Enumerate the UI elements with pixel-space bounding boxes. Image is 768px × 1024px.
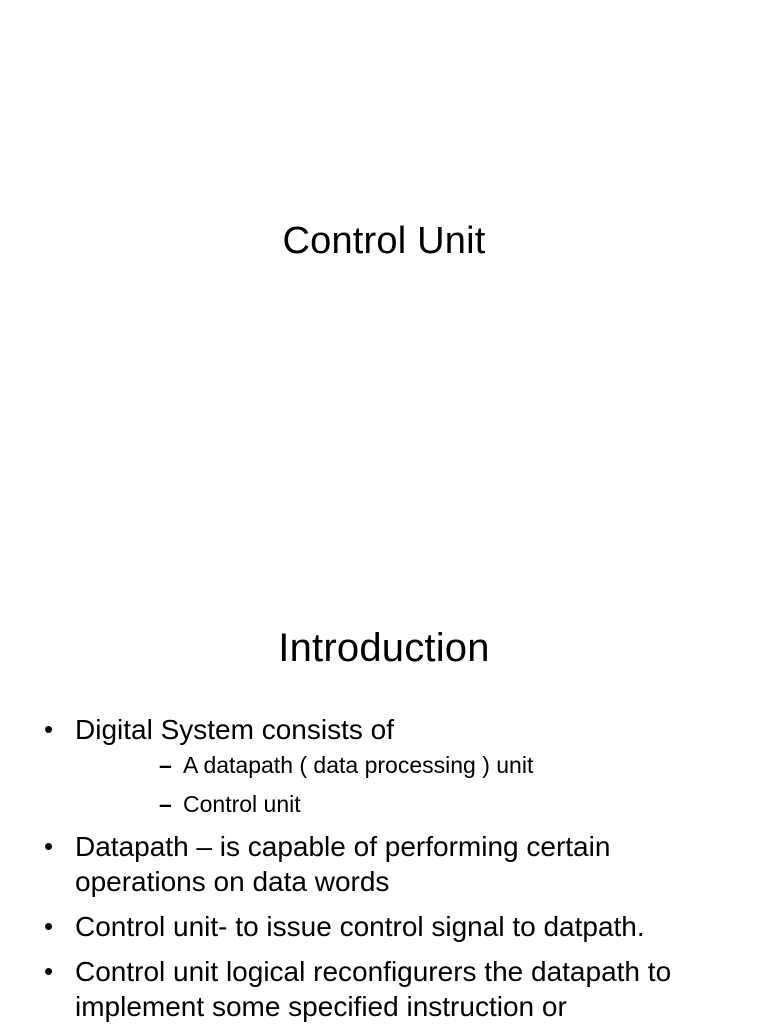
bullet-dot-icon: • [44,956,54,986]
dash-icon: – [159,791,172,817]
bullet-text: Digital System consists of [75,714,394,745]
bullet-dot-icon: • [44,714,54,744]
bullet-text: Control unit logical reconfigurers the d… [75,956,672,1022]
slide-heading: Introduction [278,626,490,670]
sub-bullet-item: – A datapath ( data processing ) unit [75,751,740,780]
bullet-item: • Digital System consists of – A datapat… [0,712,768,819]
content-slide: Introduction • Digital System consists o… [0,576,768,1024]
bullet-dot-icon: • [44,911,54,941]
bullet-item: • Datapath – is capable of performing ce… [0,829,768,899]
dash-icon: – [159,752,172,778]
bullet-list: • Digital System consists of – A datapat… [0,712,768,1024]
bullet-dot-icon: • [44,831,54,861]
sub-bullet-text: Control unit [183,791,301,817]
bullet-text: Datapath – is capable of performing cert… [75,831,611,897]
bullet-text: Control unit- to issue control signal to… [75,911,645,942]
slide-title: Control Unit [282,220,486,262]
bullet-item: • Control unit- to issue control signal … [0,909,768,944]
sub-bullet-text: A datapath ( data processing ) unit [183,752,534,778]
title-slide: Control Unit [282,220,486,262]
sub-bullet-list: – A datapath ( data processing ) unit – … [75,751,740,819]
sub-bullet-item: – Control unit [75,790,740,819]
bullet-item: • Control unit logical reconfigurers the… [0,954,768,1024]
